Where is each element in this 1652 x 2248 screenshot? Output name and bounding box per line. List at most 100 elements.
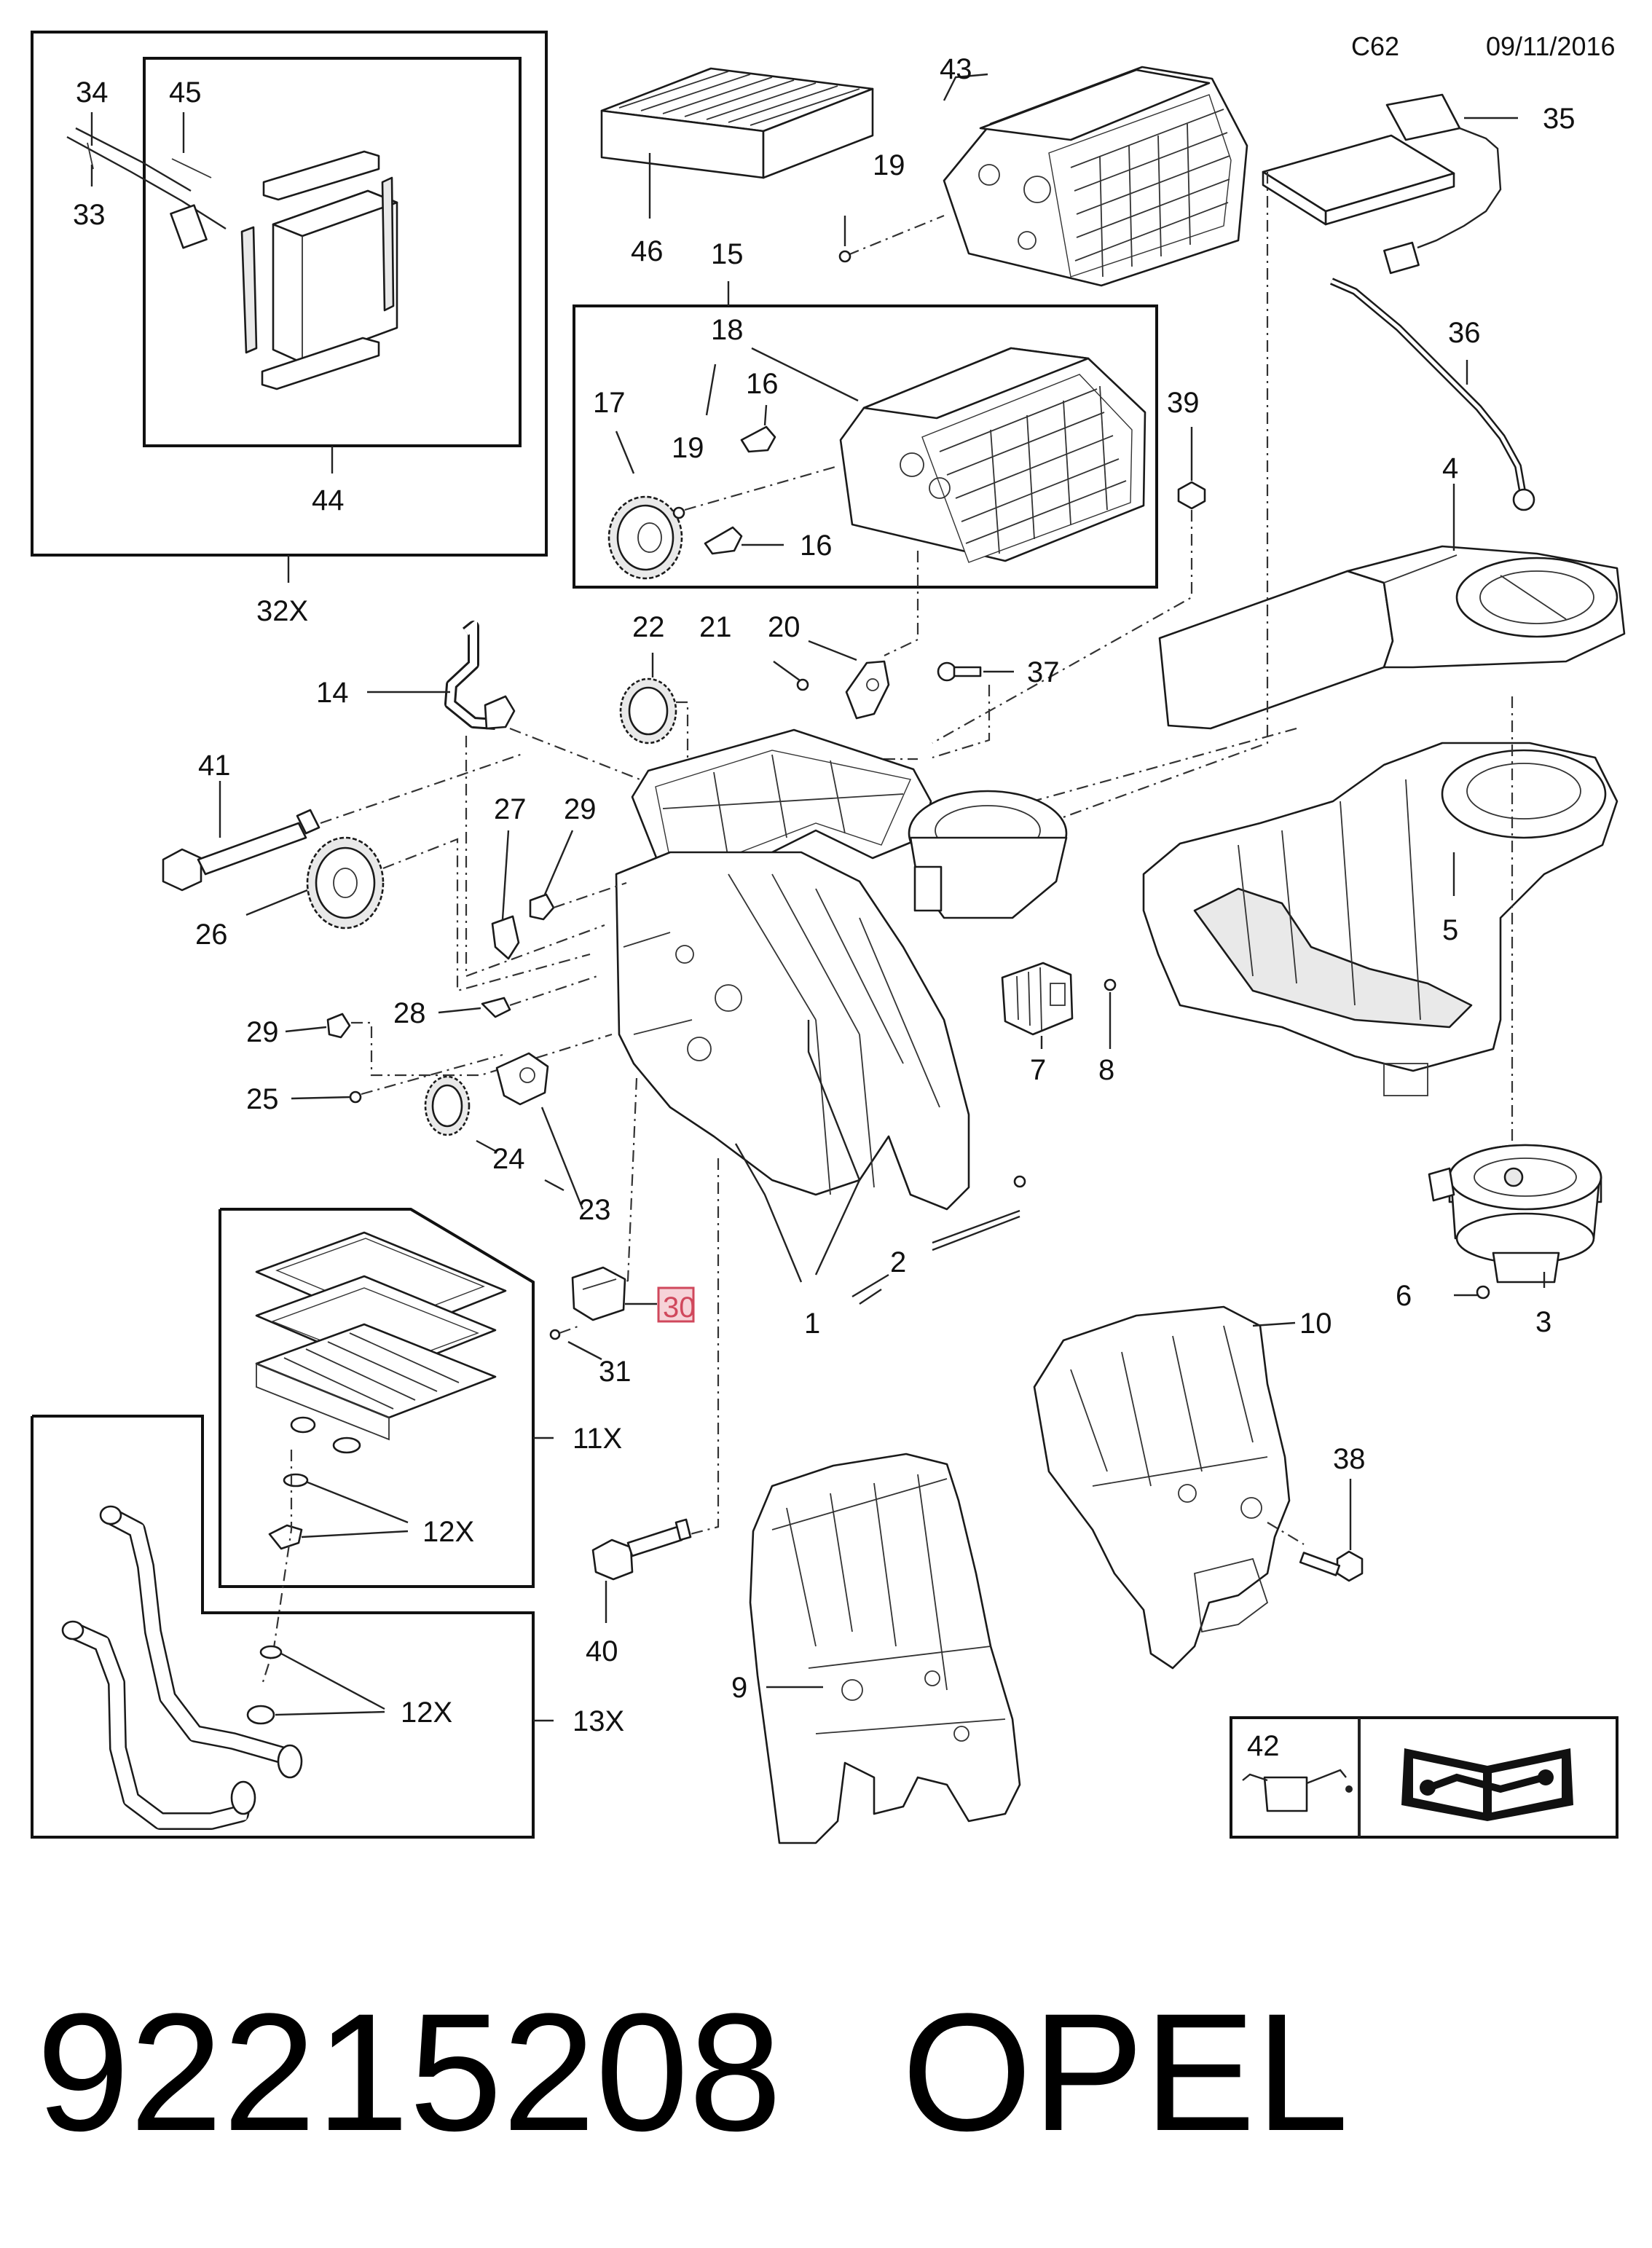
- label-22: 22: [632, 611, 665, 643]
- label-29-lower: 29: [246, 1016, 279, 1048]
- label-36: 36: [1448, 317, 1481, 349]
- clip-16-upper-part: [740, 425, 776, 453]
- label-12x-upper: 12X: [422, 1516, 474, 1548]
- diagram-date: 09/11/2016: [1486, 31, 1616, 61]
- oil-can-icon: [1242, 1769, 1353, 1812]
- diagram-code: C62: [1351, 31, 1399, 61]
- actuator-shaft-41-part: [162, 809, 320, 892]
- air-inlet-duct-4-part: [1158, 545, 1626, 730]
- label-17: 17: [593, 387, 626, 419]
- gear-26-part: [306, 836, 385, 930]
- screw-31-part: [549, 1329, 561, 1340]
- label-34: 34: [76, 76, 109, 109]
- actuator-lever-20-part: [845, 660, 890, 720]
- heater-housing-1-part: [615, 728, 1068, 1211]
- kit-13x-group: 13X 12X: [31, 1415, 624, 1839]
- label-19-top: 19: [873, 149, 905, 181]
- label-12x-lower: 12X: [401, 1697, 452, 1729]
- label-19-box: 19: [672, 432, 704, 464]
- label-38: 38: [1333, 1443, 1366, 1475]
- label-44: 44: [312, 484, 345, 516]
- kit-15-group: 15 17 18 19: [573, 238, 1158, 589]
- screw-21-part: [796, 678, 809, 691]
- heater-hose-part: [61, 1505, 303, 1830]
- label-32x: 32X: [256, 595, 308, 627]
- actuator-cable-36-part: [1329, 278, 1535, 511]
- clip-28-part: [481, 997, 511, 1018]
- gear-17-part: [607, 495, 683, 580]
- label-33: 33: [73, 199, 106, 231]
- heater-core-43-part: [943, 66, 1248, 287]
- label-6: 6: [1396, 1280, 1412, 1312]
- label-39: 39: [1167, 387, 1200, 419]
- label-16-lower: 16: [800, 530, 833, 562]
- label-27: 27: [494, 793, 527, 825]
- control-module-30-part: [571, 1266, 626, 1321]
- gear-24-part: [424, 1075, 471, 1136]
- label-31: 31: [599, 1356, 632, 1388]
- kit-15-frame: [573, 304, 1158, 589]
- air-distribution-duct-9-part: [749, 1453, 1021, 1844]
- label-42: 42: [1247, 1730, 1280, 1762]
- screw-25-part: [349, 1090, 362, 1104]
- seal-12x-upper-part: [283, 1473, 309, 1487]
- temperature-sensor-part: [66, 127, 227, 249]
- label-11x: 11X: [573, 1423, 622, 1455]
- label-40: 40: [586, 1635, 618, 1667]
- label-8: 8: [1098, 1054, 1114, 1086]
- label-16-upper: 16: [746, 368, 779, 400]
- label-3: 3: [1535, 1306, 1551, 1338]
- seal-12x-lower-a-part: [259, 1645, 283, 1659]
- label-24: 24: [492, 1143, 525, 1175]
- screw-6-part: [1476, 1285, 1490, 1300]
- label-28: 28: [393, 997, 426, 1029]
- label-2: 2: [890, 1246, 906, 1278]
- kit-11x-group: 11X 12X: [219, 1208, 622, 1588]
- label-26: 26: [195, 919, 228, 951]
- seal-12x-mid-part: [268, 1524, 303, 1550]
- actuator-23-part: [495, 1052, 549, 1106]
- label-45: 45: [169, 76, 202, 109]
- blower-control-module-35-part: [1262, 93, 1502, 275]
- seal-12x-lower-b-part: [246, 1705, 275, 1725]
- screw-37-part: [937, 661, 982, 682]
- heater-core-18-part: [839, 347, 1146, 563]
- blower-resistor-7-part: [1001, 962, 1074, 1036]
- label-43: 43: [940, 53, 972, 85]
- highlight-box-30: [657, 1286, 695, 1323]
- screw-8-part: [1104, 978, 1117, 991]
- legend-frame: [1230, 1716, 1618, 1839]
- kit-32x-group: 32X 44 34 33 45: [31, 31, 548, 627]
- label-20: 20: [768, 611, 801, 643]
- lever-27-part: [491, 915, 520, 960]
- clip-16-lower-part: [704, 526, 743, 555]
- label-46: 46: [631, 235, 664, 267]
- clip-29-lower-part: [326, 1013, 351, 1039]
- cable-clip-14-part: [444, 618, 516, 730]
- blower-housing-5-part: [1142, 742, 1618, 1096]
- legend-box: 42: [1230, 1716, 1618, 1839]
- label-10: 10: [1299, 1308, 1332, 1340]
- label-35: 35: [1543, 103, 1576, 135]
- filter-frame-part: [255, 1231, 507, 1454]
- label-9: 9: [731, 1672, 747, 1704]
- label-21: 21: [699, 611, 732, 643]
- screw-2-part: [1013, 1175, 1026, 1188]
- label-18: 18: [711, 314, 744, 346]
- gear-22-part: [619, 677, 677, 744]
- bolt-38-part: [1299, 1550, 1364, 1582]
- nut-39-part: [1177, 481, 1206, 510]
- brand-name: OPEL: [902, 1978, 1349, 2166]
- label-23: 23: [578, 1194, 611, 1226]
- label-13x: 13X: [573, 1705, 624, 1737]
- air-distribution-duct-10-part: [1033, 1305, 1291, 1670]
- label-7: 7: [1030, 1054, 1046, 1086]
- blower-motor-3-part: [1428, 1144, 1602, 1284]
- evaporator-core-part: [240, 150, 398, 390]
- label-15: 15: [711, 238, 744, 270]
- label-1: 1: [804, 1308, 820, 1340]
- label-4: 4: [1442, 452, 1458, 484]
- cabin-filter-part: [600, 67, 874, 179]
- label-29-upper: 29: [564, 793, 597, 825]
